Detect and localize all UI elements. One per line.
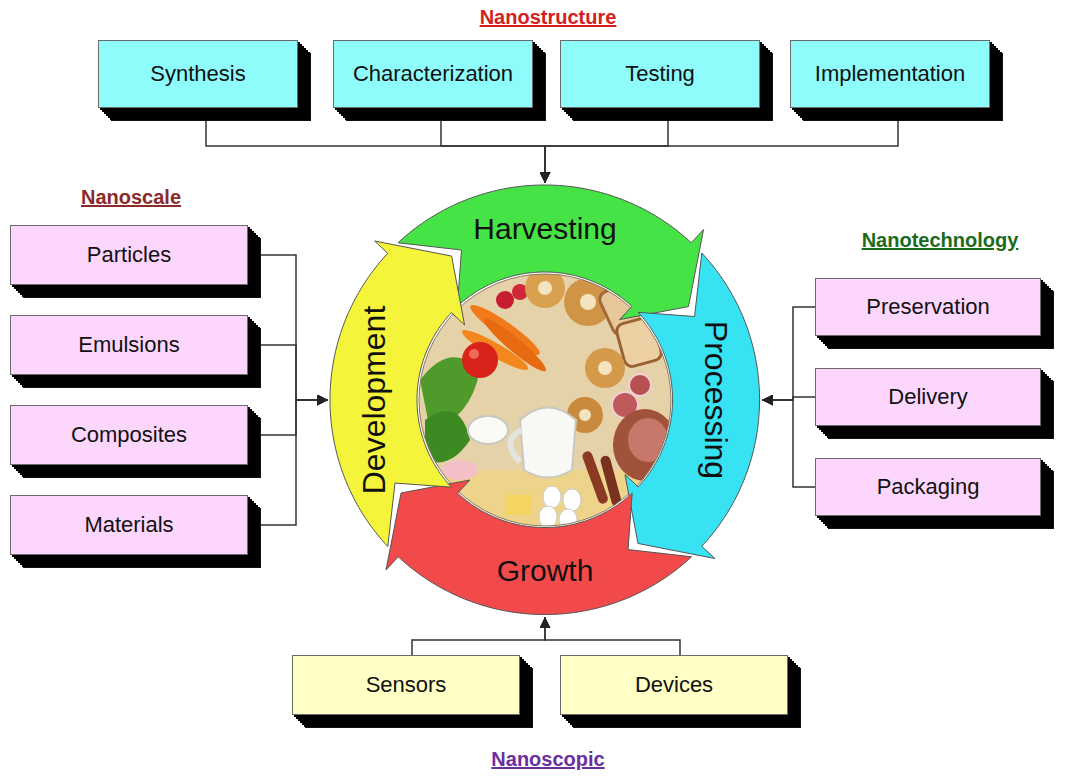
cycle-arrow-shape	[384, 478, 694, 617]
cycle-arrow: Growth	[384, 478, 694, 617]
bagel-hole	[538, 281, 552, 295]
connector-arrow	[248, 400, 328, 435]
connector-arrow	[441, 108, 545, 183]
cycle-arrow-fill	[330, 241, 465, 547]
box-label: Emulsions	[78, 332, 179, 358]
cycle-arrow: Processing	[623, 251, 762, 561]
bagel-hole	[579, 409, 591, 421]
tomato	[462, 342, 498, 378]
cycle-arrow-shape	[623, 251, 762, 561]
egg	[539, 506, 557, 528]
connector-arrow	[248, 345, 328, 400]
box-label: Implementation	[815, 61, 965, 87]
egg	[563, 489, 581, 511]
bagel-hole	[580, 294, 596, 310]
strawberry	[496, 291, 514, 309]
cycle-arrow-shape	[328, 239, 467, 549]
connector-arrow	[206, 108, 545, 183]
cheese	[505, 495, 531, 515]
box-label: Particles	[87, 242, 171, 268]
tomato-shine	[469, 349, 479, 359]
box-label: Delivery	[888, 384, 967, 410]
group-heading: Nanoscale	[81, 186, 181, 209]
topic-box: Delivery	[815, 368, 1041, 426]
box-label: Composites	[71, 422, 187, 448]
topic-box: Particles	[10, 225, 248, 285]
stage-label: Development	[358, 306, 390, 495]
connector-arrow	[762, 400, 815, 487]
connector-arrow	[545, 108, 898, 183]
yogurt	[442, 460, 478, 480]
topic-box: Preservation	[815, 278, 1041, 336]
connector-arrow	[412, 617, 545, 655]
stage-label: Processing	[700, 321, 732, 479]
box-label: Packaging	[877, 474, 980, 500]
connector-arrow	[248, 400, 328, 525]
group-heading: Nanoscopic	[491, 748, 604, 771]
topic-box: Composites	[10, 405, 248, 465]
connector-arrow	[248, 255, 328, 400]
group-heading: Nanotechnology	[862, 229, 1019, 252]
topic-box: Characterization	[333, 40, 533, 108]
stage-label: Growth	[497, 556, 594, 586]
egg	[543, 486, 561, 508]
topic-box: Packaging	[815, 458, 1041, 516]
box-label: Sensors	[366, 672, 447, 698]
milk-jug	[520, 408, 576, 478]
bagel	[585, 348, 625, 388]
topic-box: Testing	[560, 40, 760, 108]
milk-glass	[468, 416, 508, 444]
topic-box: Emulsions	[10, 315, 248, 375]
box-label: Devices	[635, 672, 713, 698]
topic-box: Devices	[560, 655, 788, 715]
topic-box: Sensors	[292, 655, 520, 715]
box-label: Characterization	[353, 61, 513, 87]
sausage	[599, 455, 622, 508]
jug-handle	[510, 430, 522, 462]
cycle-arrow-fill	[386, 480, 692, 615]
stage-label: Harvesting	[473, 214, 616, 244]
topic-box: Materials	[10, 495, 248, 555]
box-label: Synthesis	[150, 61, 245, 87]
topic-box: Synthesis	[98, 40, 298, 108]
box-label: Testing	[625, 61, 695, 87]
cycle-arrow-fill	[625, 253, 760, 559]
box-label: Materials	[84, 512, 173, 538]
connector-arrow	[762, 307, 815, 400]
connector-arrow	[545, 617, 680, 655]
group-heading: Nanostructure	[480, 6, 617, 29]
cycle-arrow: Development	[328, 239, 467, 549]
box-label: Preservation	[866, 294, 990, 320]
salami	[629, 374, 651, 396]
bagel-hole	[598, 361, 612, 375]
topic-box: Implementation	[790, 40, 990, 108]
